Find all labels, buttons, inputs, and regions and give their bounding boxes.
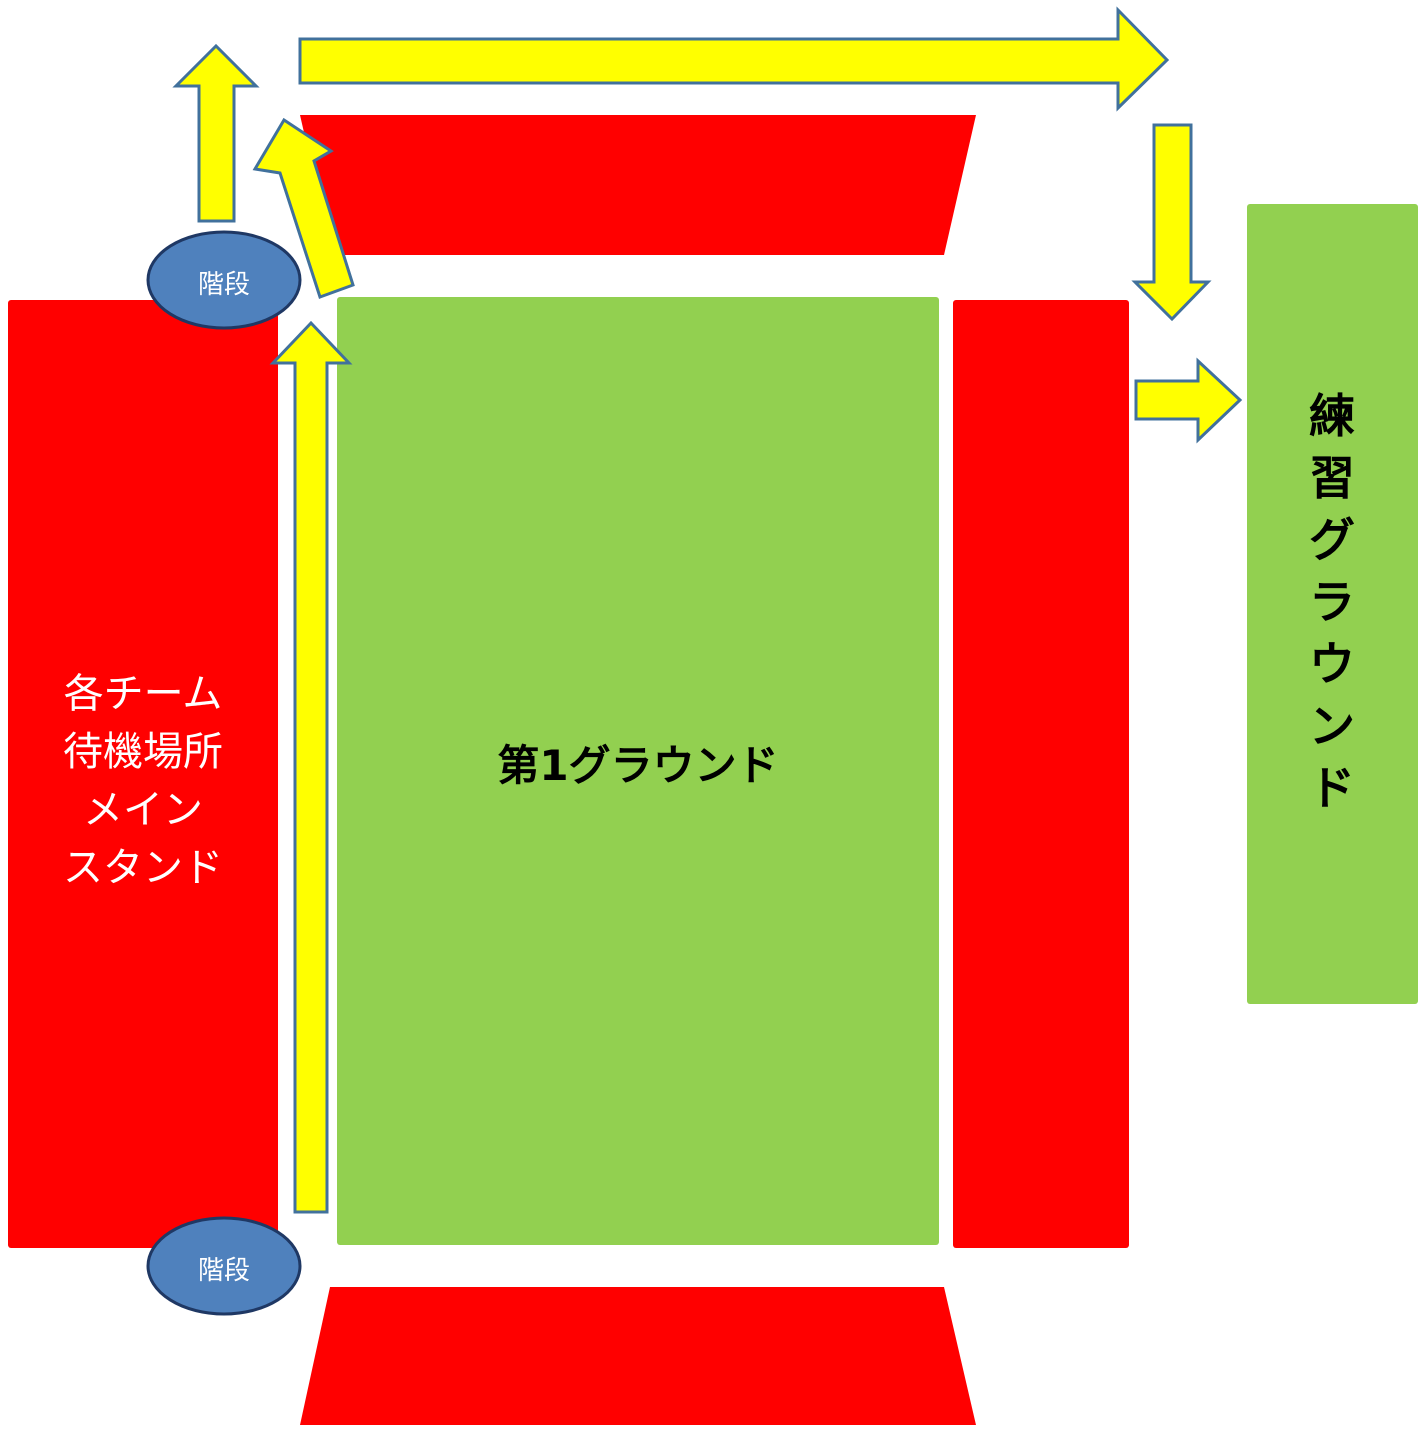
main-stand-line: 各チーム — [63, 671, 223, 717]
main-stand-line: スタンド — [63, 845, 223, 891]
ground-1 — [337, 297, 939, 1245]
practice-ground — [1247, 204, 1418, 1004]
practice-ground-char: ラ — [1309, 575, 1355, 629]
main-stand-line: メイン — [83, 787, 203, 833]
back-stand — [953, 300, 1129, 1248]
arrow-up-diagonal-icon — [252, 117, 355, 299]
practice-ground-char: ン — [1309, 699, 1355, 753]
practice-ground-char: 習 — [1309, 451, 1355, 505]
north-stand — [300, 115, 976, 255]
practice-ground-label: 練 習 グ ラ ウ ン ド — [1247, 385, 1417, 819]
stairs-top — [146, 230, 302, 330]
arrow-up-icon — [269, 320, 353, 1214]
main-stand-line: 待機場所 — [63, 729, 223, 775]
arrow-down-icon — [1131, 123, 1212, 322]
stairs-top-label: 階段 — [197, 270, 250, 300]
arrow-up-icon — [172, 43, 260, 223]
main-stand — [8, 300, 278, 1248]
stairs-bottom-label: 階段 — [197, 1256, 250, 1286]
practice-ground-char: ウ — [1309, 637, 1355, 691]
stairs-bottom — [146, 1216, 302, 1316]
arrow-right-icon — [1134, 357, 1243, 444]
practice-ground-char: ド — [1309, 761, 1355, 815]
arrow-right-icon — [298, 6, 1170, 112]
south-stand — [300, 1287, 976, 1425]
practice-ground-char: 練 — [1309, 389, 1355, 443]
ground-1-label: 第1グラウンド — [497, 741, 779, 790]
practice-ground-char: グ — [1309, 513, 1355, 567]
main-stand-label: 各チーム 待機場所 メイン スタンド — [8, 665, 278, 897]
